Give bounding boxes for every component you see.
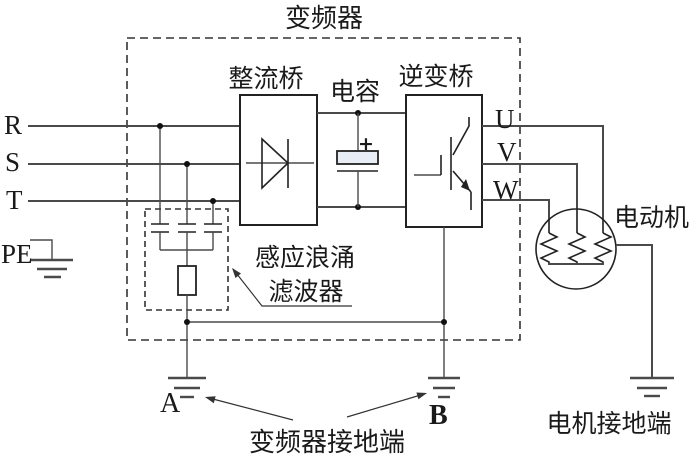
capacitor-plus-sign: + bbox=[358, 133, 374, 155]
converter-ground-annotation: 变频器接地端 bbox=[205, 392, 427, 457]
ground-a-label: A bbox=[160, 388, 181, 419]
ground-b-symbol bbox=[428, 376, 460, 399]
ground-a-symbol bbox=[168, 376, 206, 399]
inverter-label: 逆变桥 bbox=[398, 63, 473, 91]
ground-wires bbox=[184, 227, 447, 377]
ground-b-label: B bbox=[429, 400, 448, 431]
dc-capacitor: + bbox=[336, 113, 379, 207]
converter-title: 变频器 bbox=[285, 4, 363, 33]
surge-filter-label-line1: 感应浪涌 bbox=[255, 244, 355, 272]
terminal-v-label: V bbox=[497, 137, 517, 167]
pe-ground-symbol bbox=[30, 239, 73, 279]
motor-label: 电动机 bbox=[614, 204, 689, 232]
terminal-t-label: T bbox=[6, 185, 23, 215]
input-wires bbox=[28, 123, 240, 224]
terminal-u-label: U bbox=[495, 104, 515, 134]
motor bbox=[535, 208, 617, 290]
motor-ground-wire bbox=[616, 244, 653, 377]
terminal-r-label: R bbox=[4, 110, 22, 140]
terminal-s-label: S bbox=[5, 147, 20, 177]
converter-ground-caption: 变频器接地端 bbox=[249, 428, 405, 457]
motor-ground-caption: 电机接地端 bbox=[546, 410, 671, 438]
terminal-pe-label: PE bbox=[1, 239, 33, 269]
motor-ground-symbol bbox=[630, 376, 674, 398]
surge-filter-label-line2: 滤波器 bbox=[268, 278, 343, 306]
surge-filter-annotation: 感应浪涌 滤波器 bbox=[232, 244, 355, 307]
converter-boundary-box bbox=[126, 37, 521, 341]
inverter-bridge bbox=[405, 94, 483, 228]
output-wires bbox=[482, 125, 604, 233]
terminal-w-label: W bbox=[493, 175, 519, 205]
rectifier-label: 整流桥 bbox=[228, 65, 303, 93]
rectifier-bridge bbox=[239, 94, 318, 226]
surge-filter bbox=[144, 208, 229, 311]
capacitor-label: 电容 bbox=[330, 78, 380, 106]
